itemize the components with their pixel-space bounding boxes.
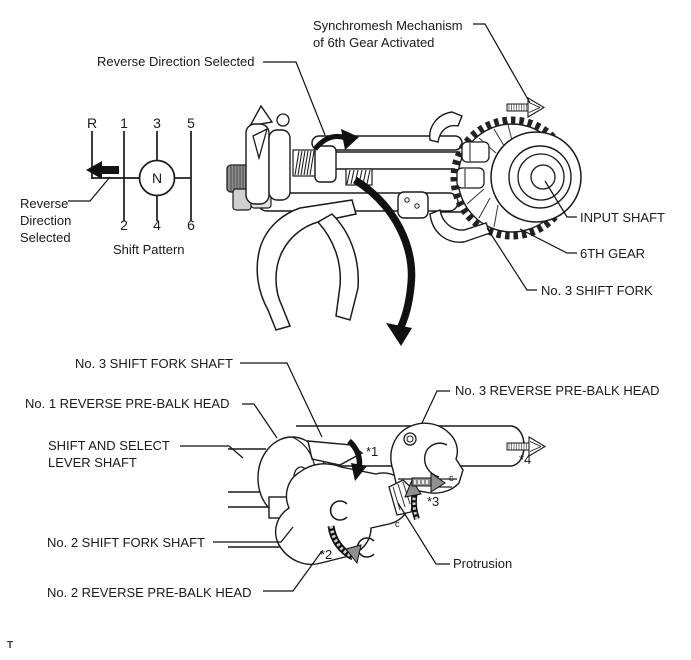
rotation-arrow [313, 129, 359, 151]
shift-pattern-lines [91, 131, 192, 221]
shift-pos-4: 4 [153, 217, 161, 233]
motion-arrow-3 [404, 478, 422, 521]
ref-mark-2: *2 [320, 547, 333, 562]
label-synchromesh: Synchromesh Mechanism of 6th Gear Activa… [313, 18, 463, 50]
footer-mark: T [7, 640, 14, 651]
label-shift-pattern: Shift Pattern [113, 242, 185, 257]
no3-shift-fork-shape [429, 111, 491, 243]
label-no3-shift-fork-shaft: No. 3 SHIFT FORK SHAFT [75, 356, 233, 371]
label-6th-gear: 6TH GEAR [580, 246, 646, 261]
clip-mark: c [395, 519, 400, 529]
motion-arrow-2 [327, 525, 362, 565]
no3-reverse-prebalk-head-shape [390, 422, 464, 494]
label-reverse-selected-left: Reverse Direction Selected [20, 196, 72, 245]
motion-arrow-right [411, 472, 446, 493]
center-shift-fork [256, 199, 359, 331]
synchro-spring [292, 145, 337, 183]
label-reverse-selected-top: Reverse Direction Selected [97, 54, 255, 69]
synchro-spring-2 [345, 168, 373, 186]
label-no1-reverse-prebalk-head: No. 1 REVERSE PRE-BALK HEAD [25, 396, 230, 411]
clip-mark: c [449, 473, 454, 483]
label-no2-reverse-prebalk-head: No. 2 REVERSE PRE-BALK HEAD [47, 585, 252, 600]
label-shift-select-lever-shaft: SHIFT AND SELECT LEVER SHAFT [48, 438, 170, 470]
shift-pos-1: 1 [120, 115, 128, 131]
label-no3-reverse-prebalk-head: No. 3 REVERSE PRE-BALK HEAD [455, 383, 660, 398]
label-protrusion: Protrusion [453, 556, 513, 571]
thrust-arrow-top [506, 97, 546, 118]
detail-bottom-view [228, 422, 525, 565]
gearbox-top-view [226, 104, 582, 331]
shaft-end-bolts [456, 141, 490, 189]
ref-mark-3: *3 [427, 494, 440, 509]
motion-arrow-1 [347, 438, 367, 481]
label-no3-shift-fork: No. 3 SHIFT FORK [541, 283, 653, 298]
ref-mark-4: *4 [519, 452, 532, 467]
shift-fork-boss-cluster [245, 104, 291, 205]
shift-pos-6: 6 [187, 217, 195, 233]
label-no2-shift-fork-shaft: No. 2 SHIFT FORK SHAFT [47, 535, 205, 550]
thrust-arrow-4 [506, 436, 547, 457]
label-input-shaft: INPUT SHAFT [580, 210, 665, 225]
detail-callout-arrow [352, 176, 416, 346]
leader-lines [68, 23, 577, 592]
shift-pos-neutral: N [151, 170, 163, 186]
shift-pos-2: 2 [120, 217, 128, 233]
shift-pos-3: 3 [153, 115, 161, 131]
shift-pos-5: 5 [187, 115, 195, 131]
shift-select-lever-shaft-shape [228, 448, 266, 493]
shift-pos-r: R [86, 115, 98, 131]
ref-mark-1: *1 [366, 444, 379, 459]
reverse-direction-arrow [86, 161, 119, 179]
fork-clamp [397, 191, 429, 219]
